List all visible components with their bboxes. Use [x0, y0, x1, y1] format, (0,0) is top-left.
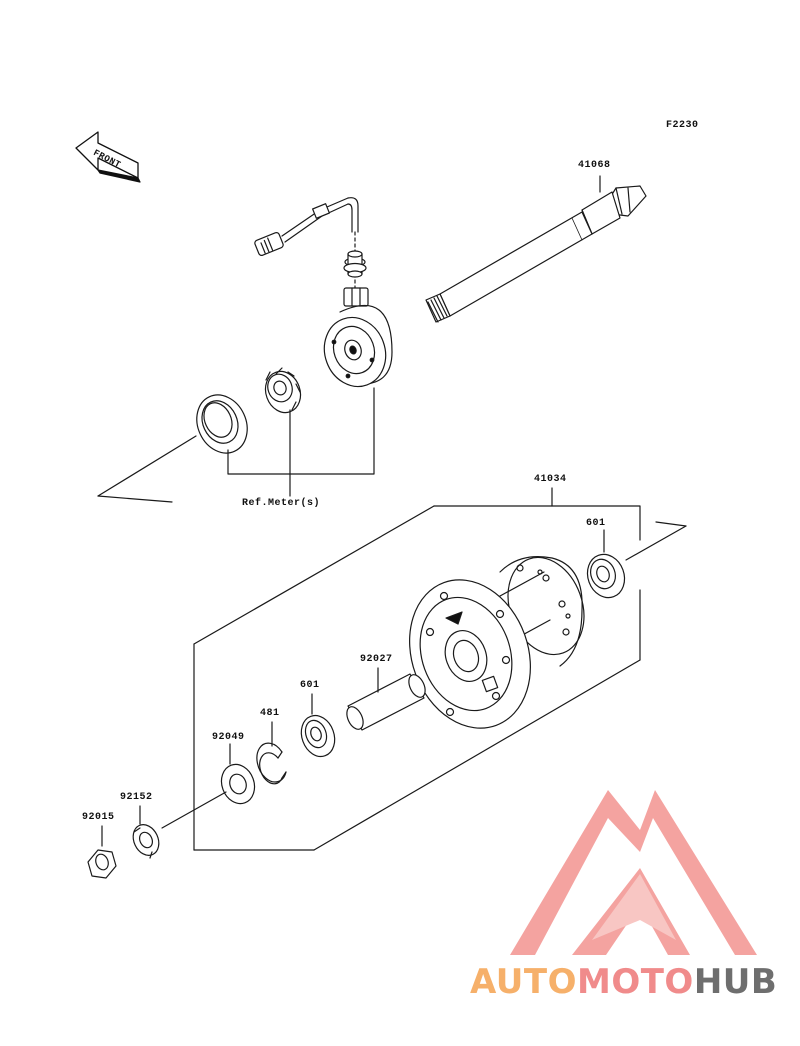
hub-assembly-frame [193, 487, 687, 851]
circlip [256, 721, 287, 785]
part-label-seal[interactable]: 92049 [212, 732, 245, 743]
figure-code: F2230 [666, 120, 699, 131]
grease-seal [220, 743, 256, 805]
part-label-axle[interactable]: 41068 [578, 160, 611, 171]
bearing-right [586, 529, 626, 599]
automotohub-logo-icon [510, 790, 757, 955]
meter-drive-gear [264, 367, 302, 414]
logo-part-hub: HUB [693, 962, 778, 1002]
front-arrow-icon [75, 131, 141, 183]
part-label-circlip[interactable]: 481 [260, 708, 280, 719]
part-label-bearing-right[interactable]: 601 [586, 518, 606, 529]
wheel-hub [409, 556, 585, 729]
part-label-spacer[interactable]: 92027 [360, 654, 393, 665]
wheel-collar [132, 791, 227, 859]
meter-gear-housing [323, 287, 393, 388]
axle-nut [87, 825, 117, 879]
automotohub-logo-text: AUTOMOTOHUB [470, 962, 777, 1002]
distance-spacer [346, 667, 426, 731]
logo-part-auto: AUTO [470, 962, 577, 1002]
ref-meter-label[interactable]: Ref.Meter(s) [242, 498, 321, 509]
front-axle [425, 175, 647, 323]
oil-seal [196, 394, 248, 454]
logo-part-moto: MOTO [576, 962, 694, 1002]
part-label-nut[interactable]: 92015 [82, 812, 115, 823]
part-label-bearing-left[interactable]: 601 [300, 680, 320, 691]
part-label-collar[interactable]: 92152 [120, 792, 153, 803]
ref-meter-leaders [97, 387, 375, 503]
meter-cable [254, 197, 367, 301]
part-label-hub[interactable]: 41034 [534, 474, 567, 485]
bearing-left [300, 693, 336, 758]
